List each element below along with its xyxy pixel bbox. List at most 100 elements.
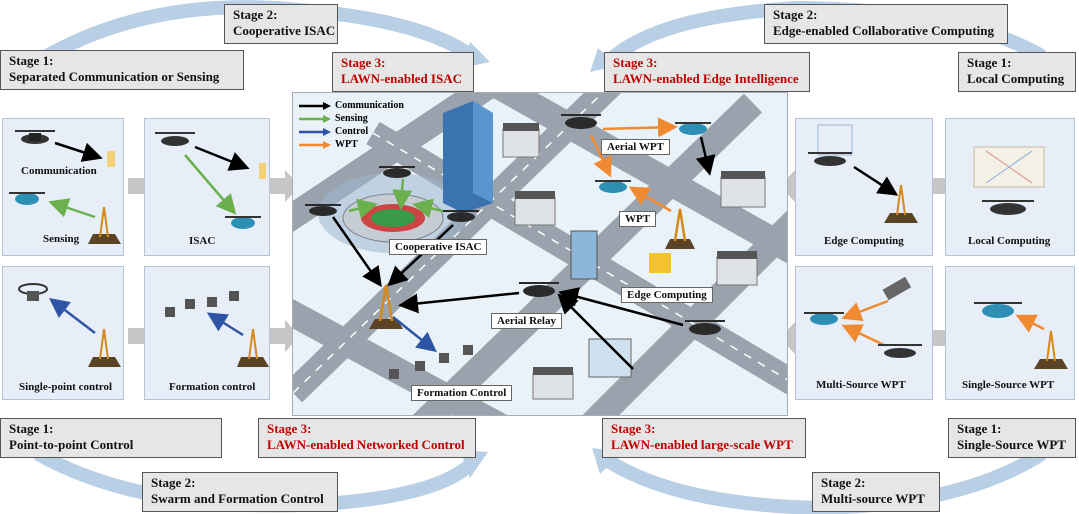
panel-single-point-control: Single-point control (2, 266, 124, 400)
stage-title: Local Computing (967, 71, 1065, 86)
stage-number: Stage 2: (821, 475, 866, 490)
tower-icon (665, 208, 695, 249)
stage-title: Single-Source WPT (957, 437, 1066, 452)
satellite-icon (882, 276, 912, 301)
arrow-black-icon (299, 101, 331, 110)
drone-icon (225, 216, 261, 229)
panel-isac-graphic (155, 132, 266, 229)
stage-box-lawn-isac: Stage 3: LAWN-enabled ISAC (332, 52, 474, 92)
arrow-green-icon (299, 114, 331, 123)
panel-isac: ISAC (144, 118, 270, 256)
panel-formation-control-graphic (165, 291, 269, 367)
stage-title: Multi-source WPT (821, 491, 925, 506)
stage-box-swarm-formation-control: Stage 2: Swarm and Formation Control (142, 472, 338, 512)
stage-box-lawn-networked-control: Stage 3: LAWN-enabled Networked Control (258, 418, 476, 458)
stage-number: Stage 3: (341, 55, 386, 70)
drone-icon (15, 130, 55, 144)
drone-icon (18, 283, 48, 301)
panel-label-edge-computing: Edge Computing (824, 235, 904, 247)
tag-formation-control: Formation Control (411, 385, 513, 401)
building-icon (514, 191, 556, 226)
drone-swarm-icon (389, 345, 473, 379)
legend-label: Control (335, 126, 369, 137)
arrow-blue-icon (299, 127, 331, 136)
building-icon (720, 171, 766, 208)
stage-number: Stage 2: (233, 7, 278, 22)
drone-icon (974, 302, 1022, 318)
stage-title: Separated Communication or Sensing (9, 69, 220, 84)
panel-multi-source-wpt-graphic (804, 276, 922, 358)
data-center-icon (570, 230, 598, 280)
legend-label: Communication (335, 100, 404, 111)
stage-box-edge-collab-computing: Stage 2: Edge-enabled Collaborative Comp… (764, 4, 1008, 44)
panel-label-sensing: Sensing (43, 233, 80, 245)
stage-title: Edge-enabled Collaborative Computing (773, 23, 995, 38)
drone-swarm-icon (165, 291, 239, 317)
neural-network-icon (973, 146, 1045, 188)
tag-aerial-relay: Aerial Relay (491, 313, 562, 329)
tower-icon (88, 206, 121, 244)
drone-icon (379, 166, 415, 178)
tag-cooperative-isac: Cooperative ISAC (389, 239, 488, 255)
stage-number: Stage 1: (967, 55, 1012, 70)
drone-icon (443, 210, 479, 222)
legend-label: Sensing (335, 113, 368, 124)
stage-title: Point-to-point Control (9, 437, 134, 452)
panel-local-computing-graphic (973, 146, 1045, 215)
user-icon (259, 163, 266, 179)
user-icon (107, 151, 115, 167)
building-icon (532, 367, 574, 400)
tower-icon (237, 328, 269, 367)
tower-icon (1034, 330, 1068, 369)
drone-icon (595, 180, 631, 193)
tower-icon (369, 284, 403, 329)
legend-item-wpt: WPT (299, 138, 404, 151)
stage-title: LAWN-enabled Networked Control (267, 437, 465, 452)
stage-title: LAWN-enabled ISAC (341, 71, 462, 86)
panel-edge-computing-graphic (808, 124, 918, 223)
panel-single-source-wpt-graphic (974, 302, 1068, 369)
city-scene: Communication Sensing Control WPT Cooper… (292, 92, 788, 416)
drone-icon (808, 152, 852, 166)
edge-server-icon (649, 253, 671, 273)
panel-communication-sensing-graphic (9, 130, 121, 244)
legend-item-control: Control (299, 125, 404, 138)
panel-edge-computing: Edge Computing (795, 118, 933, 256)
stage-title: Swarm and Formation Control (151, 491, 324, 506)
panel-label-communication: Communication (21, 165, 97, 177)
panel-single-point-control-graphic (18, 283, 121, 367)
stage-box-cooperative-isac: Stage 2: Cooperative ISAC (224, 4, 338, 44)
stage-number: Stage 3: (611, 421, 656, 436)
stage-box-point-to-point-control: Stage 1: Point-to-point Control (0, 418, 222, 458)
tag-edge-computing: Edge Computing (621, 287, 713, 303)
drone-icon (878, 344, 922, 358)
stage-title: LAWN-enabled Edge Intelligence (613, 71, 799, 86)
panel-label-single-point-control: Single-point control (19, 381, 113, 393)
legend: Communication Sensing Control WPT (299, 99, 404, 151)
panel-single-source-wpt: Single-Source WPT (945, 266, 1075, 400)
tower-icon (884, 184, 918, 223)
panel-label-single-source-wpt: Single-Source WPT (962, 379, 1055, 391)
stage-box-multi-source-wpt: Stage 2: Multi-source WPT (812, 472, 940, 512)
tag-aerial-wpt: Aerial WPT (601, 139, 670, 155)
legend-item-communication: Communication (299, 99, 404, 112)
stage-number: Stage 1: (9, 421, 54, 436)
panel-multi-source-wpt: Multi-Source WPT (795, 266, 933, 400)
drone-icon (305, 204, 341, 216)
legend-item-sensing: Sensing (299, 112, 404, 125)
drone-icon (561, 114, 601, 129)
stage-number: Stage 1: (957, 421, 1002, 436)
city-scene-graphic (293, 93, 787, 415)
panel-formation-control: Formation control (144, 266, 270, 400)
stage-box-lawn-large-scale-wpt: Stage 3: LAWN-enabled large-scale WPT (602, 418, 806, 458)
skyscraper-icon (443, 101, 493, 213)
stage-box-local-computing: Stage 1: Local Computing (958, 52, 1076, 92)
stage-box-separated-comm-sensing: Stage 1: Separated Communication or Sens… (0, 50, 244, 90)
drone-icon (685, 320, 725, 335)
panel-label-multi-source-wpt: Multi-Source WPT (816, 379, 906, 391)
neural-network-icon (817, 124, 853, 156)
stage-box-single-source-wpt: Stage 1: Single-Source WPT (948, 418, 1076, 458)
panel-label-isac: ISAC (189, 235, 216, 247)
stage-number: Stage 2: (151, 475, 196, 490)
panel-label-local-computing: Local Computing (968, 235, 1051, 247)
